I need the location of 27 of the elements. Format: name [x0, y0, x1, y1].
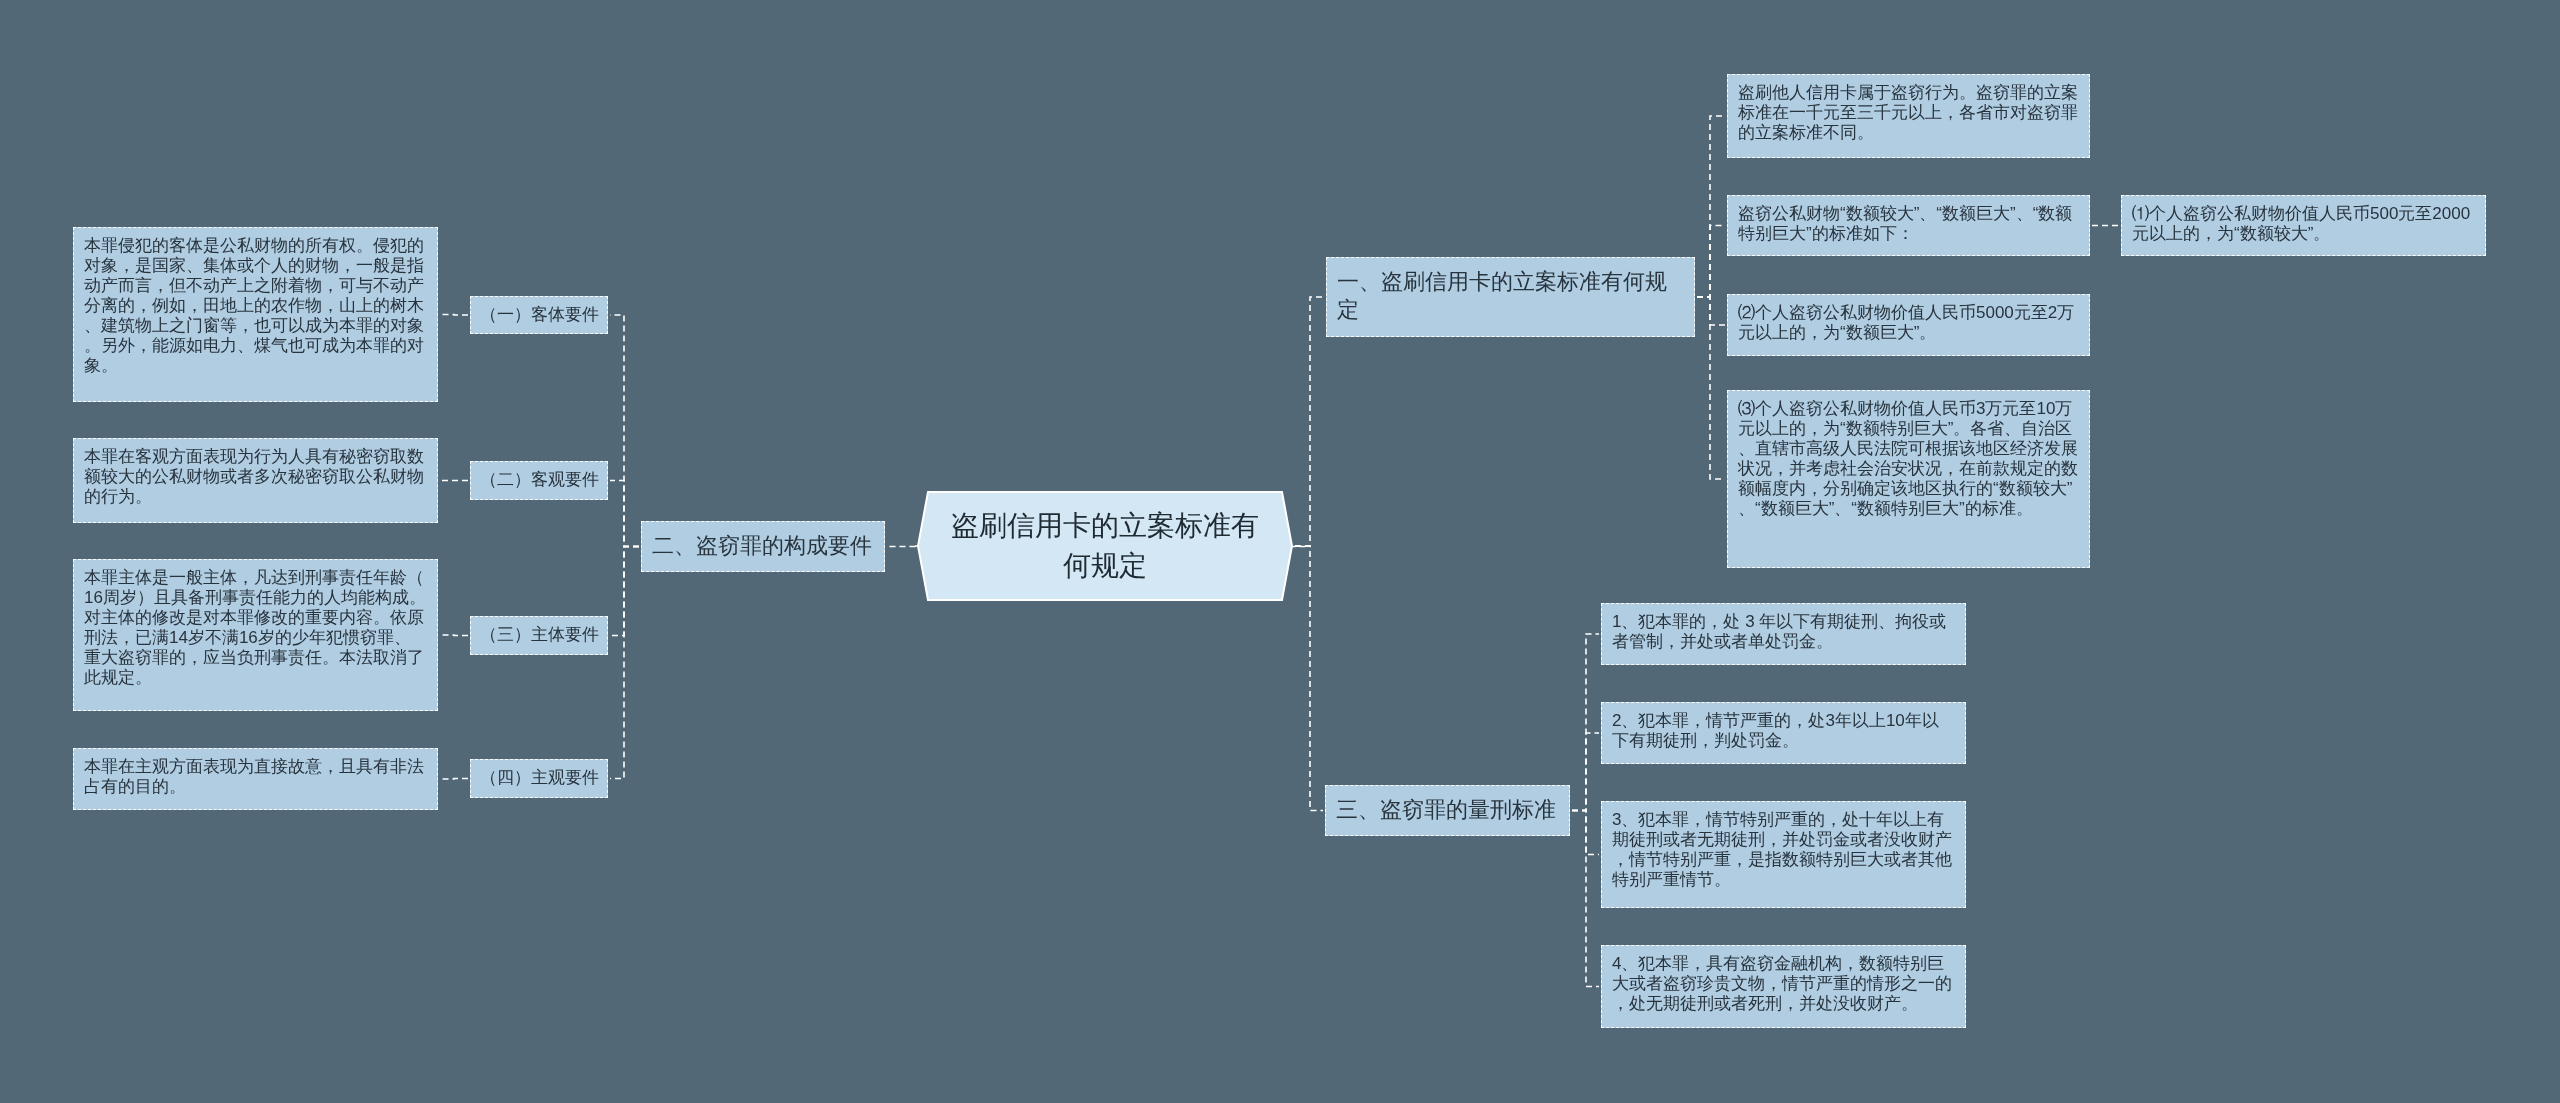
connector-line [2091, 224, 2120, 227]
subtopic-box: （二）客观要件 [470, 461, 608, 500]
connector-line [609, 479, 640, 548]
subtopic-box: （三）主体要件 [470, 616, 608, 655]
central-topic: 盗刷信用卡的立案标准有何规定 [917, 491, 1293, 601]
text-box: 2、犯本罪，情节严重的，处3年以上10年以下有期徒刑，判处罚金。 [1601, 702, 1966, 764]
text-box: 本罪在主观方面表现为直接故意，且具有非法占有的目的。 [73, 748, 438, 810]
text-box: 3、犯本罪，情节特别严重的，处十年以上有期徒刑或者无期徒刑，并处罚金或者没收财产，情节特别严重，是指数额特别巨大或者其他特别严重情节。 [1601, 801, 1966, 908]
connector-line [1571, 809, 1600, 856]
text-box: ⑶个人盗窃公私财物价值人民币3万元至10万元以上的，为“数额特别巨大”。各省、自治区、直辖市高级人民法院可根据该地区经济发展状况，并考虑社会治安状况，在前款规定的数额幅度内，分别确定该地区执行的“数额较大”、“数额巨大”、“数额特别巨大”的标准。 [1727, 390, 2090, 568]
text-box: 本罪在客观方面表现为行为人具有秘密窃取数额较大的公私财物或者多次秘密窃取公私财物的行为。 [73, 438, 438, 523]
text-box: 盗刷他人信用卡属于盗窃行为。盗窃罪的立案标准在一千元至三千元以上，各省市对盗窃罪的立案标准不同。 [1727, 74, 2090, 158]
text-box: 4、犯本罪，具有盗窃金融机构，数额特别巨大或者盗窃珍贵文物，情节严重的情形之一的，处无期徒刑或者死刑，并处没收财产。 [1601, 945, 1966, 1028]
text-box: ⑴个人盗窃公私财物价值人民币500元至2000元以上的，为“数额较大”。 [2121, 195, 2486, 256]
text-box: 本罪主体是一般主体，凡达到刑事责任年龄（16周岁）且具备刑事责任能力的人均能构成。对主体的修改是对本罪修改的重要内容。依原刑法，已满14岁不满16岁的少年犯惯窃罪、重大盗窃罪的，应当负刑事责任。本法取消了此规定。 [73, 559, 438, 711]
topic-box: 三、盗窃罪的量刑标准 [1325, 785, 1570, 836]
topic-box: 一、盗刷信用卡的立案标准有何规定 [1326, 257, 1695, 337]
topic-box: 二、盗窃罪的构成要件 [641, 521, 885, 572]
connector-line [439, 479, 469, 482]
text-box: 本罪侵犯的客体是公私财物的所有权。侵犯的对象，是国家、集体或个人的财物，一般是指动产而言，但不动产上之附着物，可与不动产分离的，例如，田地上的农作物，山上的树木、建筑物上之门窗等，也可以成为本罪的对象。另外，能源如电力、煤气也可成为本罪的对象。 [73, 227, 438, 402]
text-box: ⑵个人盗窃公私财物价值人民币5000元至2万元以上的，为“数额巨大”。 [1727, 294, 2090, 356]
connector-line [1696, 296, 1726, 326]
connector-line [1294, 296, 1325, 547]
subtopic-box: （一）客体要件 [470, 296, 608, 334]
text-box: 盗窃公私财物“数额较大”、“数额巨大”、“数额特别巨大”的标准如下： [1727, 195, 2090, 256]
subtopic-box: （四）主观要件 [470, 759, 608, 798]
text-box: 1、犯本罪的，处 3 年以下有期徒刑、拘役或者管制，并处或者单处罚金。 [1601, 603, 1966, 665]
